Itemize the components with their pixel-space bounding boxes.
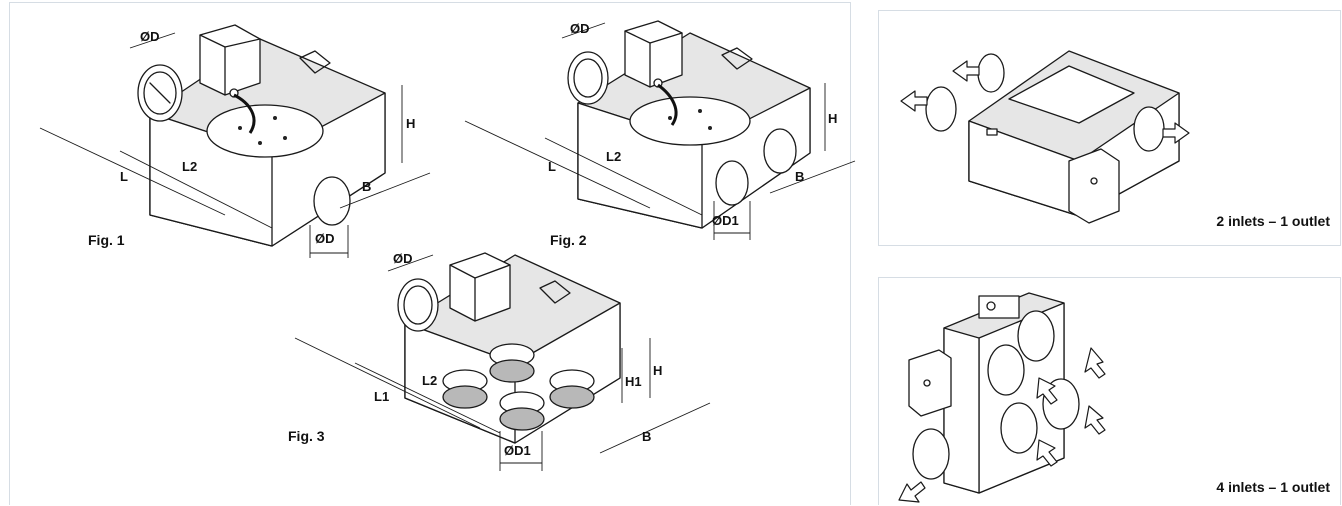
fig3-spigot-3-rim — [549, 385, 595, 409]
fig1-drawing: ØD L L2 B H ØD Fig. 1 — [39, 24, 431, 258]
fig2-dim-label-h: H — [828, 111, 837, 126]
fig1-screw — [258, 141, 262, 145]
fig1-dim-label-l: L — [120, 169, 128, 184]
four-inlets-spigot-1 — [1017, 310, 1055, 362]
fig1-dim-label-d-bottom: ØD — [315, 231, 335, 246]
fig2-spigot-top-inner — [573, 58, 603, 98]
fig1-dim-l — [39, 127, 226, 216]
fig2-dim-l — [464, 120, 651, 209]
two-inlets-illustration — [900, 50, 1190, 224]
fig2-drawing: ØD L L2 B H ØD1 Fig. 2 — [464, 20, 856, 248]
dimension-drawings: ØD L L2 B H ØD Fig. 1 — [39, 20, 856, 471]
four-inlets-panel: 4 inlets – 1 outlet — [878, 277, 1341, 505]
fig1-dim-d — [129, 32, 176, 49]
fig1-label: Fig. 1 — [88, 232, 125, 248]
arrow-icon — [1162, 122, 1190, 144]
technical-drawing-panel: ØD L L2 B H ØD Fig. 1 — [9, 2, 856, 505]
fig2-bracket — [721, 47, 753, 70]
fig3-dim-label-l2: L2 — [422, 373, 437, 388]
fig2-dim-label-l2: L2 — [606, 149, 621, 164]
fig3-terminal-box — [449, 252, 511, 322]
four-inlets-spigot-4 — [1000, 402, 1038, 454]
fig2-dim-b — [769, 160, 856, 194]
fig3-dim-l1 — [294, 337, 481, 429]
fig2-screw — [708, 126, 712, 130]
fig3-bottom-spigots — [442, 343, 595, 431]
fig2-screw — [668, 116, 672, 120]
fig3-bracket — [539, 280, 571, 304]
fig2-dim-l2 — [544, 137, 703, 216]
fig2-spigot-bottom-left — [715, 160, 749, 206]
fig3-drawing: ØD L1 L2 B H1 H ØD1 Fig. 3 — [288, 251, 711, 471]
fig1-spigot-bottom — [313, 176, 351, 226]
fig1-dim-label-d-top: ØD — [140, 29, 160, 44]
fig1-dim-b — [339, 172, 431, 209]
fig1-cable — [233, 93, 256, 134]
four-inlets-illustration — [898, 292, 1106, 503]
fig3-spigot-1-rim — [489, 359, 535, 383]
four-inlets-spigot-3 — [1042, 378, 1080, 430]
fig2-fan-plate — [629, 96, 751, 146]
fig3-dim-l2 — [354, 362, 501, 434]
fig2-dim-label-d1: ØD1 — [712, 213, 739, 228]
arrow-icon — [900, 90, 928, 112]
fig3-dim-label-h1: H1 — [625, 374, 642, 389]
fig1-dim-label-b: B — [362, 179, 371, 194]
four-inlets-spigot-2 — [987, 344, 1025, 396]
fig1-screw — [283, 136, 287, 140]
fig2-label: Fig. 2 — [550, 232, 587, 248]
fig3-dim-label-b: B — [642, 429, 651, 444]
fig2-dim-d — [561, 22, 606, 39]
four-inlets-box-left — [943, 327, 980, 494]
four-inlets-caption: 4 inlets – 1 outlet — [1216, 479, 1330, 495]
fig3-label: Fig. 3 — [288, 428, 325, 444]
arrow-icon — [1084, 405, 1106, 435]
fig2-screw — [698, 109, 702, 113]
arrow-icon — [898, 481, 926, 503]
two-inlets-spigot-right — [1133, 106, 1165, 152]
arrow-icon — [1036, 377, 1058, 405]
fig2-dim-label-b: B — [795, 169, 804, 184]
two-inlets-screw — [1090, 177, 1098, 185]
fig2-dim-label-d-top: ØD — [570, 21, 590, 36]
fig1-screw — [238, 126, 242, 130]
fig3-dim-label-l1: L1 — [374, 389, 389, 404]
two-inlets-spigot-top — [977, 53, 1005, 93]
two-inlets-caption: 2 inlets – 1 outlet — [1216, 213, 1330, 229]
two-inlets-panel: 2 inlets – 1 outlet — [878, 10, 1341, 246]
fig3-spigot-top-inner — [403, 285, 433, 325]
fig1-bracket — [299, 50, 331, 74]
two-inlets-terminal-box — [1068, 148, 1120, 224]
two-inlets-mount-plate — [1008, 65, 1135, 124]
four-inlets-mount-plate — [978, 295, 1020, 319]
four-inlets-spigot-outlet — [912, 428, 950, 480]
arrow-icon — [952, 60, 980, 82]
fig3-dim-d — [387, 254, 434, 272]
fig3-dim-label-d1: ØD1 — [504, 443, 531, 458]
fig1-dim-label-l2: L2 — [182, 159, 197, 174]
two-inlets-spigot-left — [925, 86, 957, 132]
arrow-icon — [1084, 347, 1106, 379]
fig3-dim-label-h: H — [653, 363, 662, 378]
fig2-cable — [657, 83, 678, 126]
fig2-dim-label-l: L — [548, 159, 556, 174]
fig1-terminal-box — [199, 24, 261, 96]
fig3-dim-label-d-top: ØD — [393, 251, 413, 266]
arrow-icon — [1036, 439, 1058, 467]
fig3-dim-b — [599, 402, 711, 454]
four-inlets-screw — [923, 379, 931, 387]
fig1-fan-plate — [206, 104, 324, 158]
four-inlets-screw — [986, 301, 996, 311]
fig1-spigot-cross — [149, 82, 171, 104]
fig1-dim-label-h: H — [406, 116, 415, 131]
fig2-spigot-bottom-right — [763, 128, 797, 174]
fig1-screw — [273, 116, 277, 120]
fig1-dim-l2 — [119, 150, 273, 229]
two-inlets-latch — [986, 128, 998, 136]
fig3-spigot-2-rim — [442, 385, 488, 409]
fig3-spigot-4-rim — [499, 407, 545, 431]
fig2-terminal-box — [624, 20, 683, 88]
